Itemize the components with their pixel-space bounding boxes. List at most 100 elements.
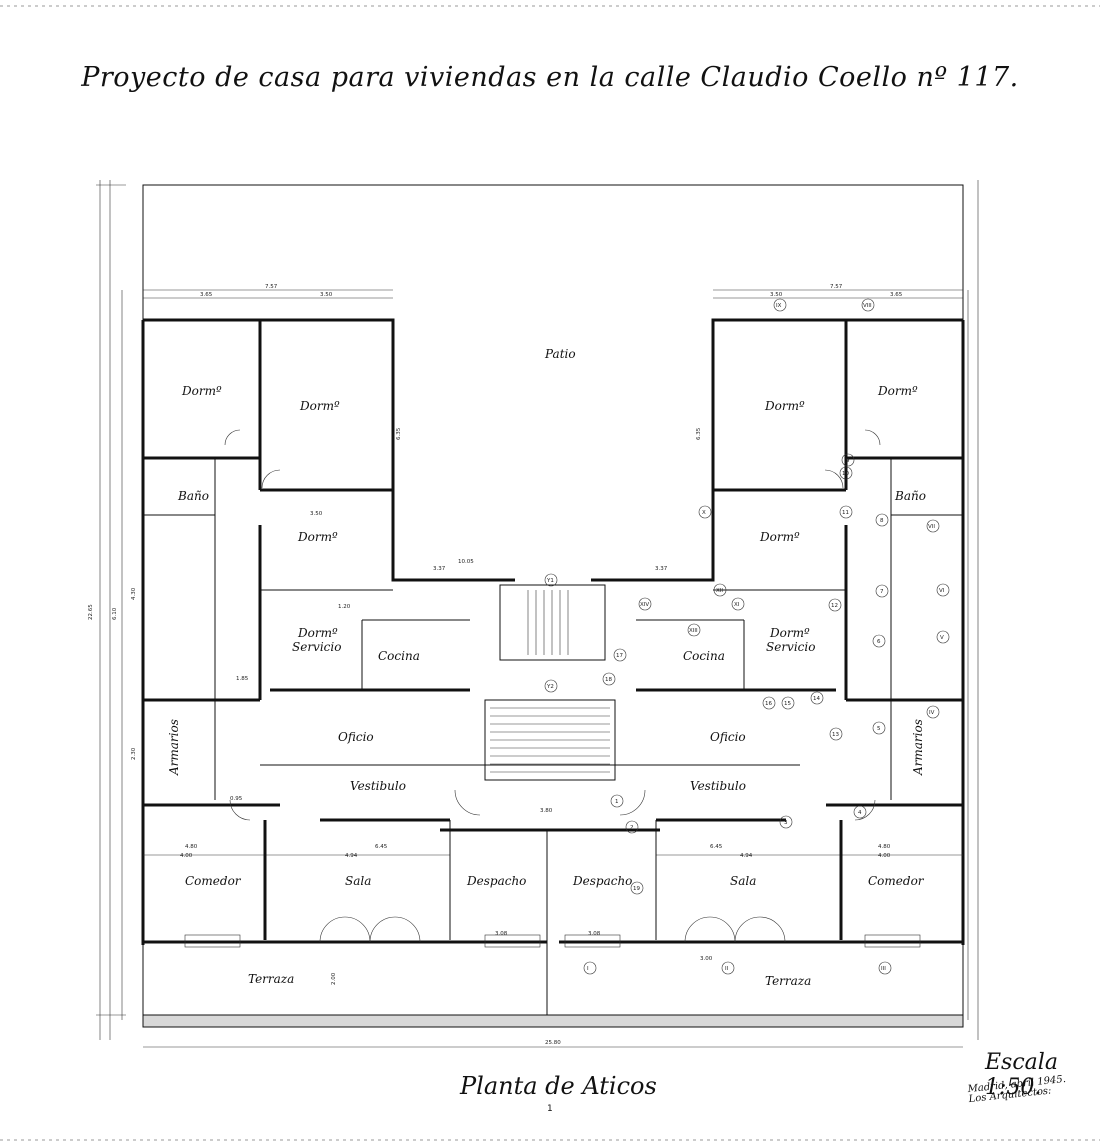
dim-center-337-right: 3.37 (655, 566, 668, 572)
drawing-title: Proyecto de casa para viviendas en la ca… (81, 62, 1019, 93)
dim-300: 3.00 (700, 956, 713, 962)
point-1: 1 (615, 799, 619, 805)
dim-opening-308-left: 3.08 (495, 931, 508, 937)
dim-185: 1.85 (236, 676, 249, 682)
marker-X: X (702, 510, 706, 516)
room-cocina-right: Cocina (683, 649, 725, 663)
point-4: 4 (858, 810, 862, 816)
dim-350-dorm: 3.50 (310, 511, 323, 517)
marker-I: I (587, 966, 589, 972)
marker-XII: XII (716, 588, 723, 594)
point-14: 14 (813, 696, 820, 702)
point-2: 2 (630, 825, 634, 831)
marker-IX: IX (776, 303, 782, 309)
room-comedor-left: Comedor (185, 874, 242, 888)
right-dimension-lines (967, 180, 979, 1040)
point-11: 11 (842, 510, 849, 516)
dim-total-height: 22.65 (88, 604, 94, 620)
room-sala-right: Sala (730, 874, 756, 888)
facade-openings (184, 916, 921, 948)
room-despacho-right: Despacho (572, 874, 632, 888)
marker-IV: IV (929, 710, 935, 716)
point-18: 18 (605, 677, 612, 683)
dim-right-400: 4.00 (878, 853, 891, 859)
room-vestibulo-left: Vestibulo (350, 779, 406, 793)
point-6: 6 (877, 639, 881, 645)
top-wing-dimension-lines (143, 289, 963, 299)
page-number: 1 (547, 1104, 553, 1114)
room-dorm-servicio-left-1: Dormº (297, 626, 338, 640)
room-armarios-left: Armarios (167, 719, 181, 776)
left-dimension-lines (96, 180, 126, 1040)
point-19: 19 (633, 886, 640, 892)
dim-right-494: 4.94 (740, 853, 753, 859)
terrace-parapet (142, 1014, 964, 1028)
marker-XIII: XIII (689, 628, 698, 634)
dim-center-1005: 10.05 (458, 559, 474, 565)
dim-200: 2.00 (331, 972, 337, 985)
marker-VII: VII (928, 524, 935, 530)
point-13: 13 (832, 732, 839, 738)
dim-right-350: 3.50 (770, 292, 783, 298)
point-17: 17 (616, 653, 623, 659)
marker-circles (544, 298, 950, 975)
dim-opening-308-right: 3.08 (588, 931, 601, 937)
room-sala-left: Sala (345, 874, 371, 888)
numbered-point-circles (602, 453, 889, 895)
point-5: 5 (877, 726, 881, 732)
central-stair-core (440, 584, 660, 1015)
room-bano-right: Baño (894, 489, 926, 503)
room-dorm-right-3: Dormº (759, 530, 800, 544)
room-cocina-left: Cocina (378, 649, 420, 663)
dim-120: 1.20 (338, 604, 351, 610)
point-12: 12 (831, 603, 838, 609)
plan-subtitle: Planta de Aticos (460, 1072, 657, 1100)
marker-VI: VI (939, 588, 945, 594)
room-terraza-left: Terraza (248, 972, 294, 986)
point-8: 8 (880, 518, 884, 524)
room-dorm-left-3: Dormº (297, 530, 338, 544)
right-wing-walls (559, 318, 965, 945)
room-dorm-servicio-left-2: Servicio (292, 640, 341, 654)
marker-Y1: Y1 (546, 578, 554, 584)
dim-stair-380: 3.80 (540, 808, 553, 814)
dim-height-2: 6.10 (112, 607, 118, 620)
scale-label: Escala 1:50. (985, 1050, 1058, 1100)
room-dorm-right-1: Dormº (877, 384, 918, 398)
marker-III: III (881, 966, 886, 972)
point-15: 15 (784, 701, 791, 707)
room-oficio-left: Oficio (338, 730, 374, 744)
point-9: 9 (846, 458, 850, 464)
dim-left-vertical-430: 4.30 (131, 587, 137, 600)
dim-right-480: 4.80 (878, 844, 891, 850)
marker-VIII: VIII (863, 303, 872, 309)
dim-left-vertical-635: 6.35 (396, 427, 402, 440)
dim-left-400: 4.00 (180, 853, 193, 859)
dim-left-350: 3.50 (320, 292, 333, 298)
room-terraza-right: Terraza (765, 974, 811, 988)
point-16: 16 (765, 701, 772, 707)
dim-left-365: 3.65 (200, 292, 213, 298)
dim-right-645: 6.45 (710, 844, 723, 850)
room-dorm-servicio-right-1: Dormº (769, 626, 810, 640)
marker-V: V (940, 635, 944, 641)
room-armarios-right: Armarios (911, 719, 925, 776)
dim-total-width: 25.80 (545, 1040, 561, 1046)
dim-right-365: 3.65 (890, 292, 903, 298)
dim-left-494: 4.94 (345, 853, 358, 859)
room-bano-left: Baño (177, 489, 209, 503)
room-dorm-left-2: Dormº (299, 399, 340, 413)
dim-left-480: 4.80 (185, 844, 198, 850)
dim-center-337-left: 3.37 (433, 566, 446, 572)
dim-left-645: 6.45 (375, 844, 388, 850)
marker-Y2: Y2 (546, 684, 554, 690)
marker-II: II (725, 966, 729, 972)
left-wing-walls (141, 318, 800, 945)
dim-right-wing-width: 7.57 (830, 284, 843, 290)
room-patio: Patio (544, 347, 576, 361)
dim-230: 2.30 (131, 747, 137, 760)
room-vestibulo-right: Vestibulo (690, 779, 746, 793)
room-dorm-right-2: Dormº (764, 399, 805, 413)
